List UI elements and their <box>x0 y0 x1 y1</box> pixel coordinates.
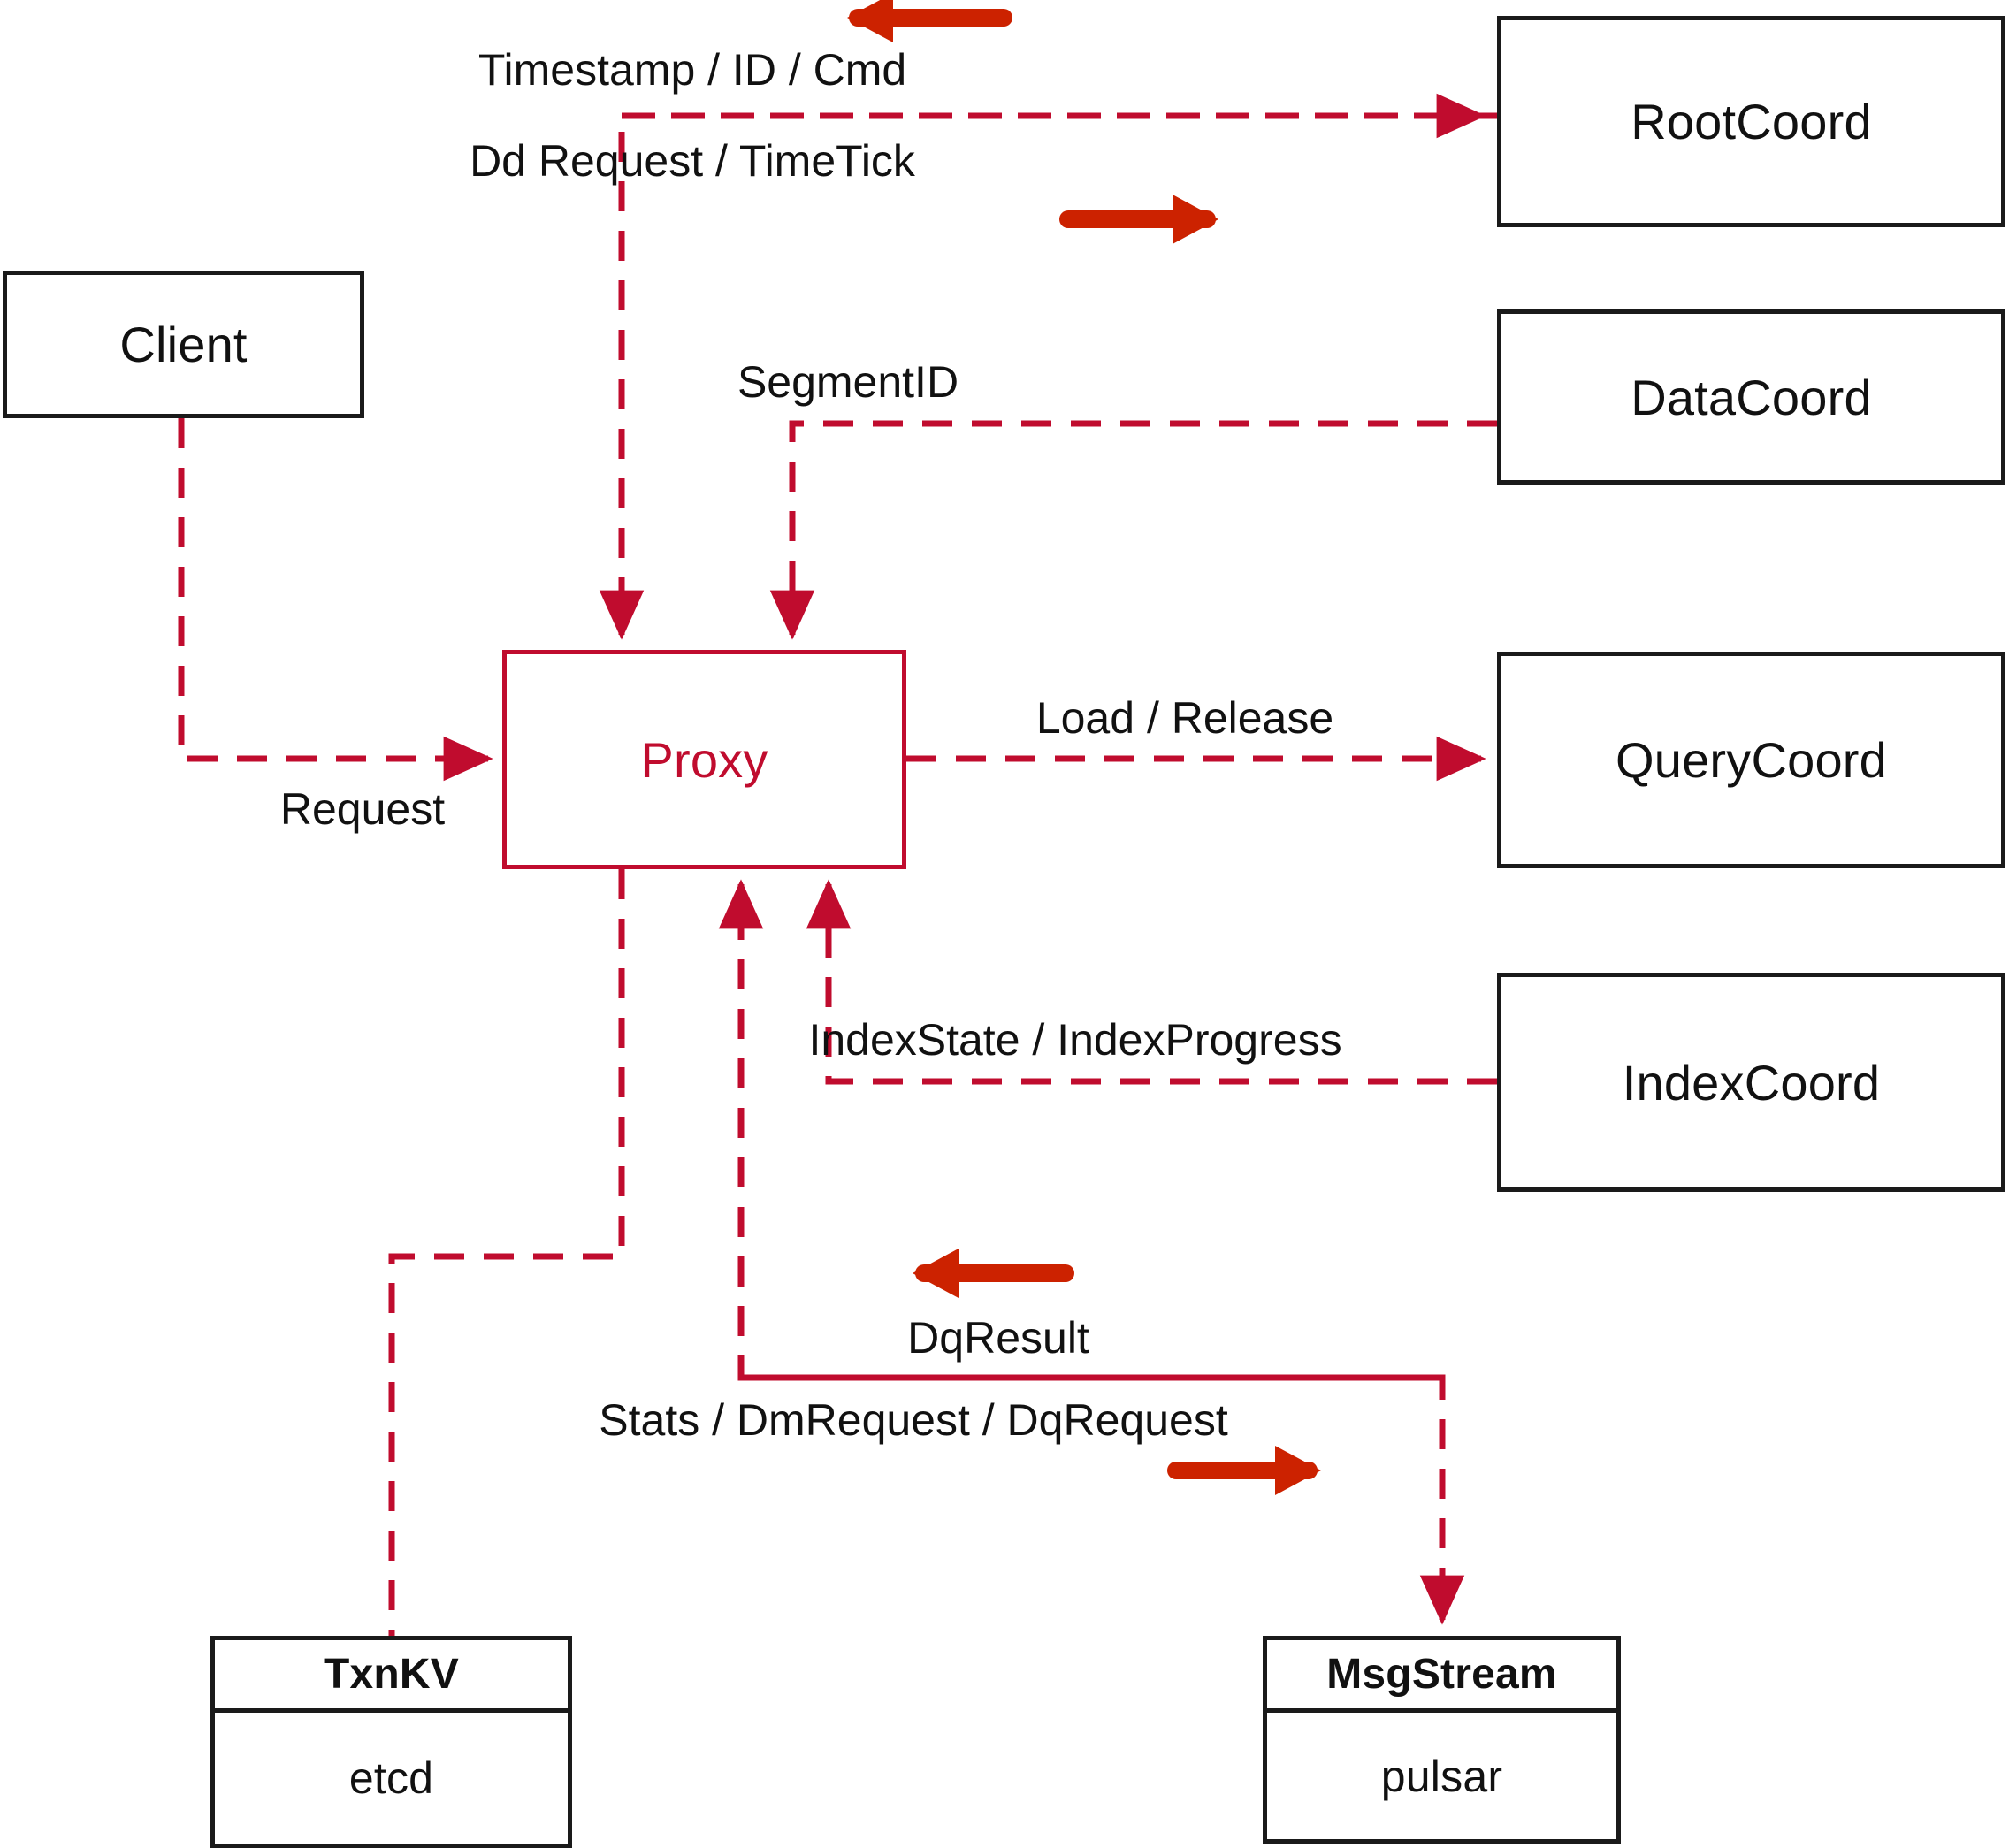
node-txnkv-header: TxnKV <box>215 1640 568 1713</box>
node-msgstream-header: MsgStream <box>1267 1640 1616 1713</box>
node-proxy-label: Proxy <box>640 731 768 788</box>
edge-label-dd-request-timetick: Dd Request / TimeTick <box>470 136 915 186</box>
node-txnkv-body: etcd <box>215 1713 568 1844</box>
edge-datacoord-to-proxy <box>769 420 1497 640</box>
edge-client-to-proxy <box>178 418 493 782</box>
direction-arrow-right-bottom <box>1167 1446 1321 1495</box>
node-indexcoord-label: IndexCoord <box>1622 1054 1881 1111</box>
edge-label-dqresult: DqResult <box>907 1313 1089 1363</box>
edge-label-timestamp-id-cmd: Timestamp / ID / Cmd <box>477 45 907 95</box>
node-datacoord-label: DataCoord <box>1631 369 1872 425</box>
edge-proxy-to-txnkv <box>388 869 625 1636</box>
edge-label-stats-dmrequest-dqrequest: Stats / DmRequest / DqRequest <box>599 1395 1228 1445</box>
node-client[interactable]: Client <box>3 271 364 418</box>
edge-label-indexstate-indexprogress: IndexState / IndexProgress <box>808 1015 1342 1065</box>
node-querycoord[interactable]: QueryCoord <box>1497 652 2005 868</box>
node-msgstream-body: pulsar <box>1267 1713 1616 1839</box>
direction-arrow-right-top <box>1059 195 1218 244</box>
node-txnkv-impl: etcd <box>348 1753 434 1803</box>
node-msgstream-impl: pulsar <box>1380 1751 1503 1801</box>
edge-label-segmentid: SegmentID <box>737 357 959 407</box>
edge-label-load-release: Load / Release <box>1035 693 1334 743</box>
node-msgstream-title: MsgStream <box>1326 1651 1557 1698</box>
direction-arrow-left-top <box>847 0 1012 42</box>
edge-label-request: Request <box>279 784 446 834</box>
node-txnkv[interactable]: TxnKV etcd <box>210 1636 572 1848</box>
node-client-label: Client <box>119 317 248 372</box>
node-rootcoord[interactable]: RootCoord <box>1497 16 2005 227</box>
node-msgstream[interactable]: MsgStream pulsar <box>1263 1636 1621 1844</box>
edge-msgstream-to-proxy <box>718 879 1442 1381</box>
node-indexcoord[interactable]: IndexCoord <box>1497 973 2005 1192</box>
edge-indexcoord-to-proxy <box>806 879 1497 1085</box>
node-proxy[interactable]: Proxy <box>502 650 906 869</box>
node-txnkv-title: TxnKV <box>323 1651 459 1698</box>
direction-arrow-left-bottom <box>913 1249 1074 1298</box>
node-querycoord-label: QueryCoord <box>1615 732 1888 788</box>
edge-proxy-to-msgstream <box>741 1374 1465 1625</box>
node-datacoord[interactable]: DataCoord <box>1497 309 2005 485</box>
node-rootcoord-label: RootCoord <box>1631 94 1872 149</box>
